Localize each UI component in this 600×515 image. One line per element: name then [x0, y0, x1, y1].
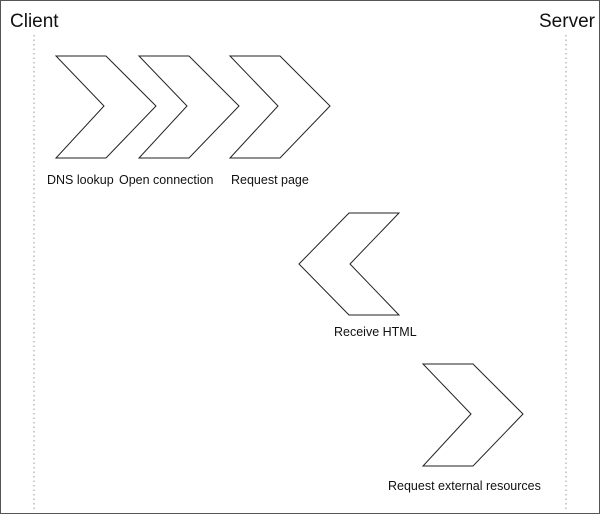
step-request-external-resources-label: Request external resources — [388, 479, 541, 493]
step-open-connection-label: Open connection — [119, 173, 214, 187]
step-dns-lookup-label: DNS lookup — [47, 173, 114, 187]
step-open-connection-chevron — [137, 55, 240, 159]
server-label: Server — [539, 11, 596, 32]
step-dns-lookup-chevron — [54, 55, 157, 159]
step-request-page-label: Request page — [231, 173, 309, 187]
step-request-external-resources-chevron — [421, 363, 524, 467]
step-receive-html-chevron — [298, 212, 401, 316]
step-receive-html-label: Receive HTML — [334, 325, 417, 339]
step-request-page-chevron — [228, 55, 331, 159]
client-label: Client — [10, 11, 59, 32]
